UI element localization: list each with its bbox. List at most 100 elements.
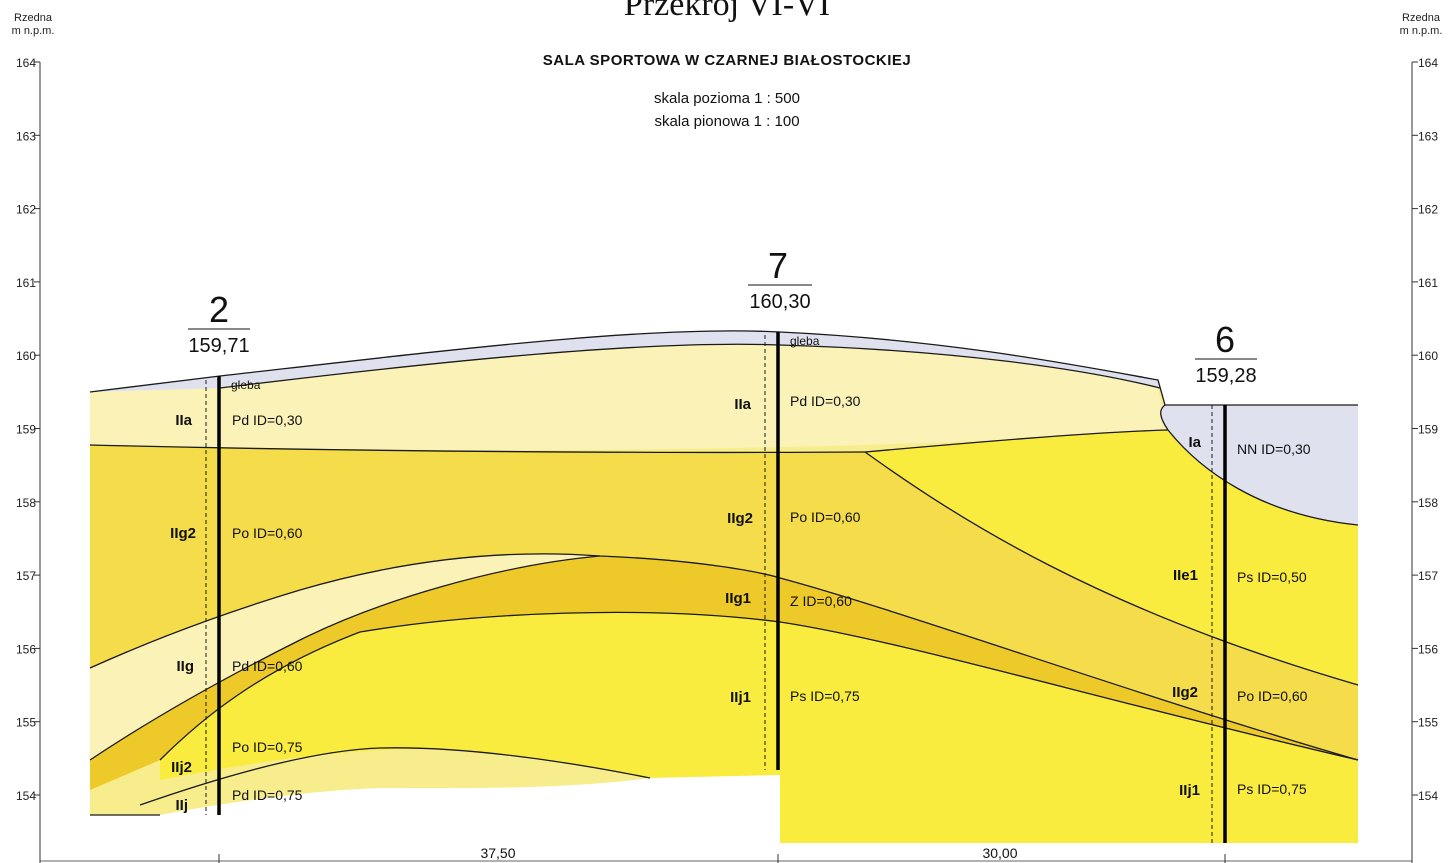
- ia-base-line: [1160, 404, 1359, 526]
- borehole-2: 2 159,71: [188, 289, 250, 815]
- left-axis-caption: Rzedna m n.p.m.: [10, 12, 56, 38]
- borehole-7-elevation: 160,30: [749, 291, 810, 313]
- borehole-6: 6 159,28: [1195, 319, 1257, 843]
- right-axis-caption-line2: m n.p.m.: [1399, 25, 1443, 37]
- elevation-axes: [39, 62, 1413, 863]
- ground-surface-line: [89, 330, 1358, 406]
- b2-code-iig2: IIg2: [170, 525, 196, 542]
- gleba-base-line: [219, 343, 1161, 389]
- borehole-7-number: 7: [768, 245, 788, 286]
- soil-labels: gleba Pd ID=0,30 Po ID=0,60 Pd ID=0,60 P…: [231, 334, 1311, 803]
- right-axis-label-158: 158: [1418, 496, 1438, 510]
- left-axis-label-161: 161: [16, 276, 36, 290]
- vertical-scale: skala pionowa 1 : 100: [654, 113, 800, 130]
- layer-codes: IIa IIg2 IIg IIj2 IIj IIa IIg2 IIg1 IIj1…: [170, 396, 1201, 814]
- left-axis-label-158: 158: [16, 496, 36, 510]
- right-axis-label-162: 162: [1418, 203, 1438, 217]
- left-axis-label-160: 160: [16, 349, 36, 363]
- right-axis-label-154: 154: [1418, 789, 1438, 803]
- left-axis-label-162: 162: [16, 203, 36, 217]
- distance-2-7: 37,50: [480, 845, 515, 861]
- b6-code-iie1: IIe1: [1173, 567, 1198, 584]
- borehole-7: 7 160,30: [748, 245, 812, 770]
- b7-soil-ps-075: Ps ID=0,75: [790, 688, 860, 704]
- b6-code-iij1: IIj1: [1179, 782, 1200, 799]
- right-axis-label-163: 163: [1418, 129, 1438, 143]
- distance-labels: 37,50 30,00: [218, 845, 1226, 863]
- b7-soil-z-060: Z ID=0,60: [790, 593, 852, 609]
- layer-gleba-fill: [90, 330, 1160, 392]
- b2-code-iij: IIj: [175, 797, 188, 814]
- layer-iij1-fill: [160, 612, 1358, 843]
- b2-soil-pd-060: Pd ID=0,60: [232, 658, 303, 674]
- b2-soil-gleba: gleba: [231, 378, 261, 392]
- axis-ticks: 164 164 163 163 162 162 161 161 160 160 159 159 158 1…: [16, 56, 1438, 803]
- layer-iig-fill: [90, 553, 600, 760]
- layer-iig1-fill: [300, 556, 1358, 760]
- left-axis-caption-line2: m n.p.m.: [11, 25, 55, 37]
- b6-soil-po-060: Po ID=0,60: [1237, 688, 1308, 704]
- distance-7-6: 30,00: [982, 845, 1017, 861]
- b7-code-iia: IIa: [734, 396, 751, 413]
- borehole-2-number: 2: [209, 289, 229, 330]
- b6-soil-nn-030: NN ID=0,30: [1237, 441, 1311, 457]
- layer-iig2-fill: [90, 445, 1358, 760]
- b6-soil-ps-050: Ps ID=0,50: [1237, 569, 1307, 585]
- left-axis-label-154: 154: [16, 789, 36, 803]
- right-axis-label-160: 160: [1418, 349, 1438, 363]
- b6-soil-ps-075: Ps ID=0,75: [1237, 781, 1307, 797]
- iia-base-line: [89, 429, 1169, 454]
- layer-bottom-blank: [90, 775, 780, 843]
- layer-ia-fill: [1160, 405, 1358, 525]
- layer-boundaries: [89, 330, 1359, 816]
- iig-base-line: [89, 555, 601, 761]
- borehole-6-number: 6: [1215, 319, 1235, 360]
- b2-code-iij2: IIj2: [171, 759, 192, 776]
- iij2-base-line: [159, 631, 361, 761]
- right-axis-label-155: 155: [1418, 716, 1438, 730]
- b6-code-iig2: IIg2: [1172, 684, 1198, 701]
- borehole-2-elevation: 159,71: [188, 335, 249, 357]
- right-axis-label-161: 161: [1418, 276, 1438, 290]
- b7-soil-pd-030: Pd ID=0,30: [790, 393, 861, 409]
- left-axis-label-157: 157: [16, 569, 36, 583]
- b7-code-iig1: IIg1: [725, 590, 751, 607]
- b7-soil-po-060: Po ID=0,60: [790, 509, 861, 525]
- layer-fills: [90, 330, 1358, 843]
- layer-iia-fill: [90, 344, 1168, 450]
- layer-iie1-fill: [865, 430, 1358, 685]
- b2-soil-pd-075: Pd ID=0,75: [232, 787, 303, 803]
- left-axis-label-155: 155: [16, 716, 36, 730]
- drawing-subtitle: SALA SPORTOWA W CZARNEJ BIAŁOSTOCKIEJ: [542, 52, 912, 69]
- b7-code-iig2: IIg2: [727, 510, 753, 527]
- left-axis-caption-line1: Rzedna: [14, 12, 52, 24]
- horizontal-scale: skala pozioma 1 : 500: [654, 90, 800, 107]
- left-axis-label-163: 163: [16, 129, 36, 143]
- right-axis-label-159: 159: [1418, 423, 1438, 437]
- b7-soil-gleba: gleba: [790, 334, 820, 348]
- right-axis-label-157: 157: [1418, 569, 1438, 583]
- b6-code-ia: Ia: [1188, 434, 1201, 451]
- left-axis-label-156: 156: [16, 642, 36, 656]
- left-axis-label-159: 159: [16, 423, 36, 437]
- iie1-base-line: [864, 451, 1359, 686]
- b7-code-iij1: IIj1: [730, 689, 751, 706]
- right-axis-caption-line1: Rzedna: [1402, 12, 1440, 24]
- right-axis-label-164: 164: [1418, 56, 1438, 70]
- right-axis-caption: Rzedna m n.p.m.: [1396, 12, 1446, 38]
- b2-soil-po-075: Po ID=0,75: [232, 739, 303, 755]
- b2-soil-po-060: Po ID=0,60: [232, 525, 303, 541]
- drawing-title: Przekrój VI-VI: [623, 0, 831, 23]
- b2-soil-pd-030: Pd ID=0,30: [232, 412, 303, 428]
- borehole-6-elevation: 159,28: [1195, 365, 1256, 387]
- b2-code-iig: IIg: [177, 658, 195, 675]
- iig1-base-line: [359, 611, 1359, 761]
- left-axis-label-164: 164: [16, 56, 36, 70]
- b2-code-iia: IIa: [175, 412, 192, 429]
- iig2-base-line: [89, 553, 1359, 761]
- iij-line: [139, 747, 651, 806]
- right-axis-label-156: 156: [1418, 642, 1438, 656]
- layer-iij2-fill: [90, 631, 360, 790]
